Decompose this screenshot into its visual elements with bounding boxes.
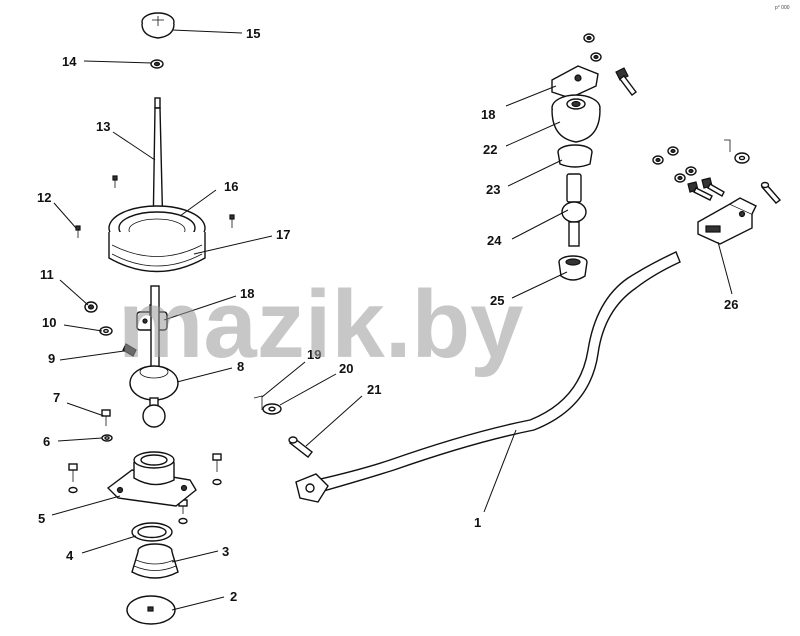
part-screw (75, 225, 81, 238)
label-7: 7 (53, 390, 60, 405)
part-bolt (122, 343, 137, 357)
label-3: 3 (222, 544, 229, 559)
part-shift-rod (295, 251, 681, 503)
part-ball-housing (551, 94, 601, 143)
leader-lines (51, 29, 733, 611)
part-boot (108, 205, 206, 273)
label-8: 8 (237, 359, 244, 374)
label-12: 12 (37, 190, 51, 205)
part-lower-boot (131, 543, 179, 579)
label-23: 23 (486, 182, 500, 197)
part-ring (131, 522, 173, 542)
watermark: mazik.by (118, 271, 524, 378)
label-19: 19 (307, 347, 321, 362)
part-nut (590, 52, 602, 62)
part-bushing (557, 144, 593, 168)
part-ball-joint (129, 365, 179, 428)
part-cap (126, 595, 176, 625)
label-17: 17 (276, 227, 290, 242)
part-bolt (687, 181, 713, 201)
part-bolt (615, 67, 637, 96)
label-4: 4 (66, 548, 74, 563)
part-screw (112, 175, 118, 188)
part-washer (262, 403, 282, 415)
label-22: 22 (483, 142, 497, 157)
part-nut (685, 166, 697, 176)
part-spring-seat (558, 255, 588, 281)
label-15: 15 (246, 26, 260, 41)
part-bolt (212, 453, 222, 486)
label-25: 25 (490, 293, 504, 308)
label-13: 13 (96, 119, 110, 134)
part-pin (253, 395, 263, 410)
part-clevis-block (697, 197, 757, 245)
part-bolt (701, 177, 725, 197)
part-housing (106, 451, 197, 507)
part-bolt (68, 463, 78, 494)
label-24: 24 (487, 233, 502, 248)
part-pin (724, 139, 731, 152)
label-5: 5 (38, 511, 45, 526)
label-18-right: 18 (481, 107, 495, 122)
part-number-labels: 15 14 13 16 12 17 11 18 10 19 9 8 20 21 … (37, 26, 738, 604)
part-screw (229, 214, 235, 228)
part-knob (141, 12, 175, 39)
label-10: 10 (42, 315, 56, 330)
label-26: 26 (724, 297, 738, 312)
label-6: 6 (43, 434, 50, 449)
label-2: 2 (230, 589, 237, 604)
part-washer (734, 152, 750, 164)
part-clamp (551, 65, 599, 99)
label-1: 1 (474, 515, 481, 530)
label-21: 21 (367, 382, 381, 397)
label-20: 20 (339, 361, 353, 376)
part-nut (652, 155, 664, 165)
label-14: 14 (62, 54, 77, 69)
part-nut (583, 33, 595, 43)
part-washer (101, 434, 113, 442)
part-nut (667, 146, 679, 156)
label-18-left: 18 (240, 286, 254, 301)
part-selector-shaft (561, 173, 587, 247)
label-11: 11 (40, 267, 54, 282)
part-bolt (101, 409, 111, 426)
label-16: 16 (224, 179, 238, 194)
part-bolt (178, 499, 188, 525)
corner-code: p° 000 (775, 5, 790, 11)
label-9: 9 (48, 351, 55, 366)
part-clevis-pin (760, 181, 782, 204)
part-clevis-pin (288, 436, 313, 458)
part-small-nut (150, 59, 164, 69)
part-nut (674, 173, 686, 183)
